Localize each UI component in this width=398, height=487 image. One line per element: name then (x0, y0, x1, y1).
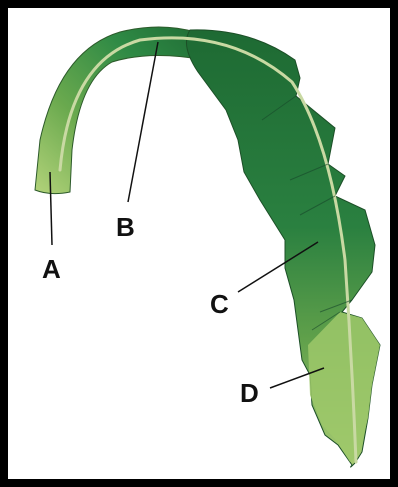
pointer-line-b (128, 42, 158, 202)
label-b: B (116, 212, 135, 242)
label-c: C (210, 289, 229, 319)
label-a: A (42, 254, 61, 284)
leaf-lower-lobe (308, 312, 380, 462)
label-d: D (240, 378, 259, 408)
